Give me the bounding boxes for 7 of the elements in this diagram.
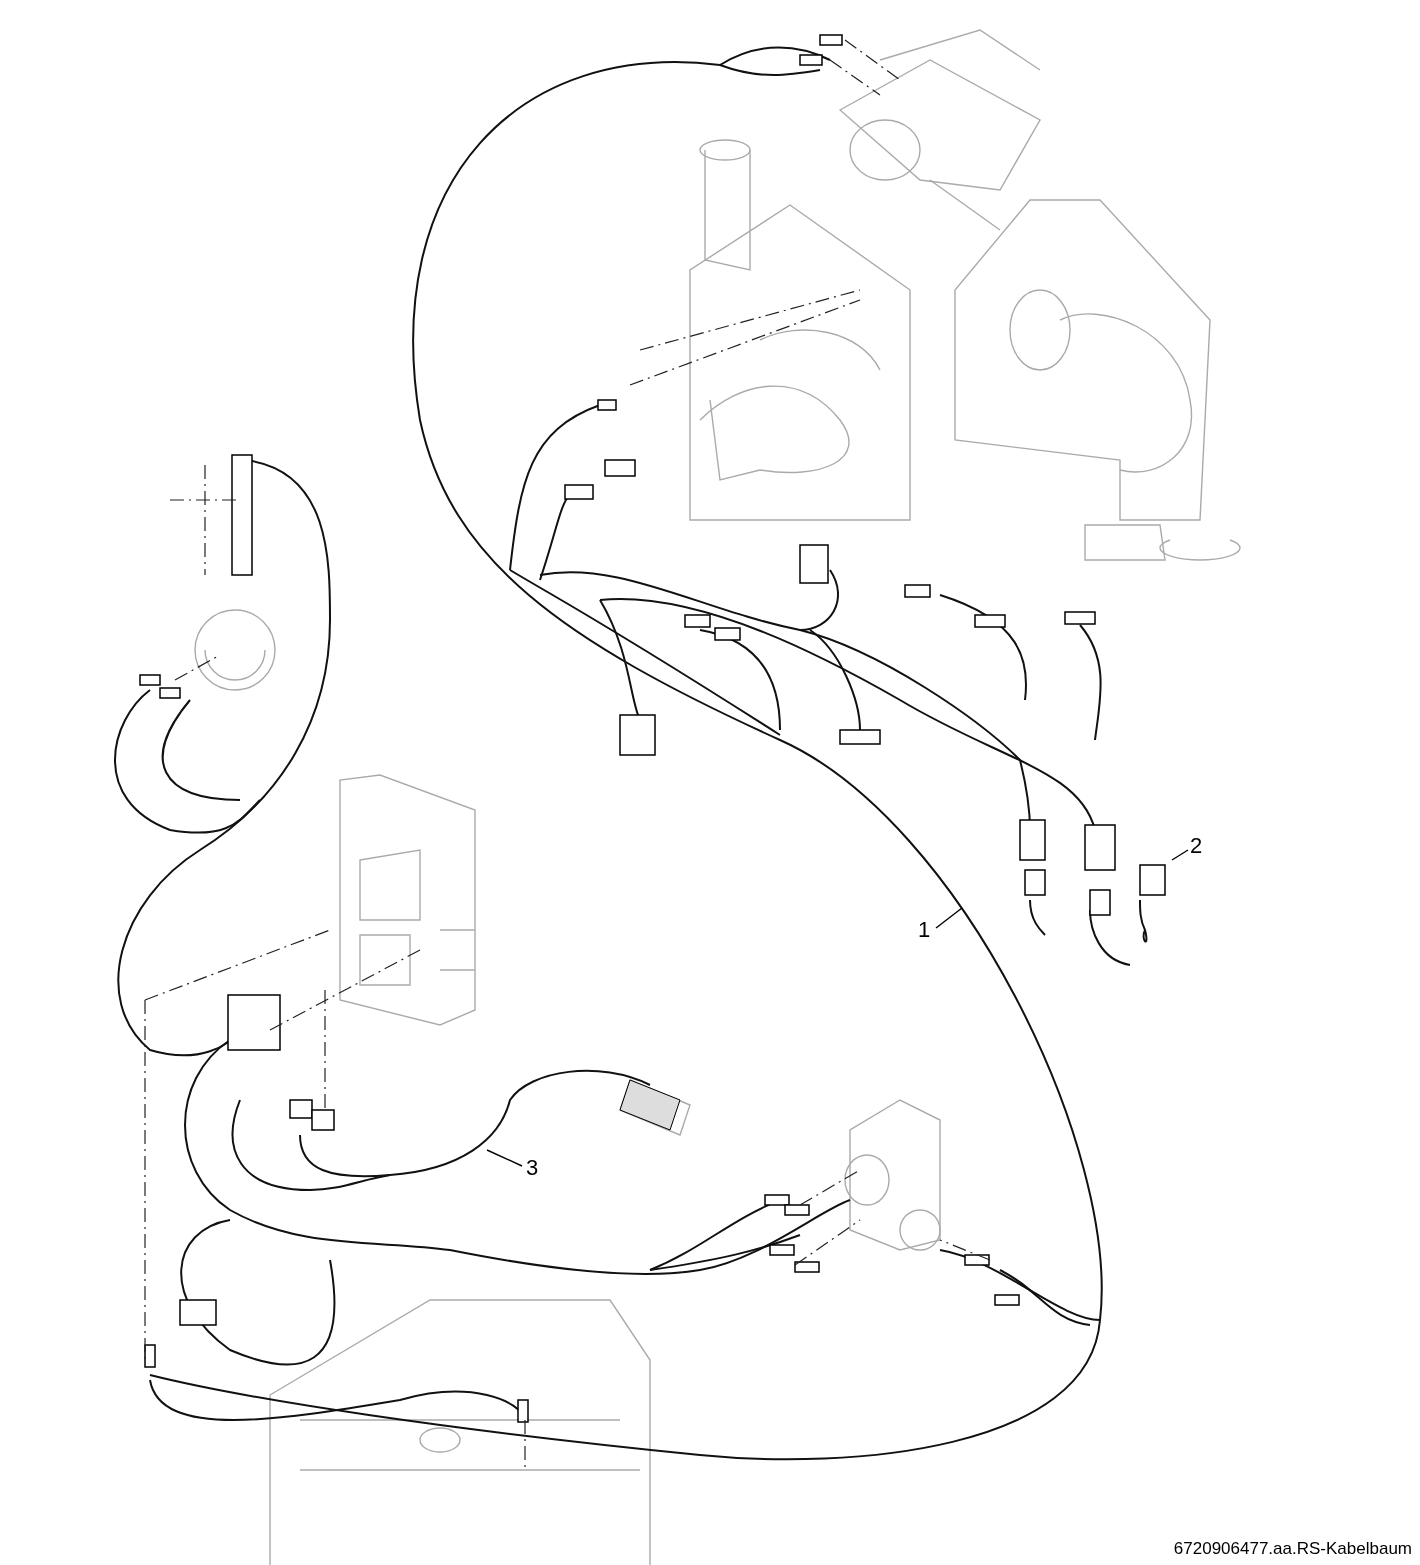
leader-line — [1171, 849, 1189, 861]
figure-caption: 6720906477.aa.RS-Kabelbaum — [1173, 1539, 1412, 1559]
callout-number: 1 — [918, 917, 931, 942]
leader-line — [935, 907, 963, 929]
leader-line — [486, 1149, 523, 1167]
callout-number: 3 — [526, 1155, 539, 1180]
callout-number: 2 — [1190, 833, 1203, 858]
